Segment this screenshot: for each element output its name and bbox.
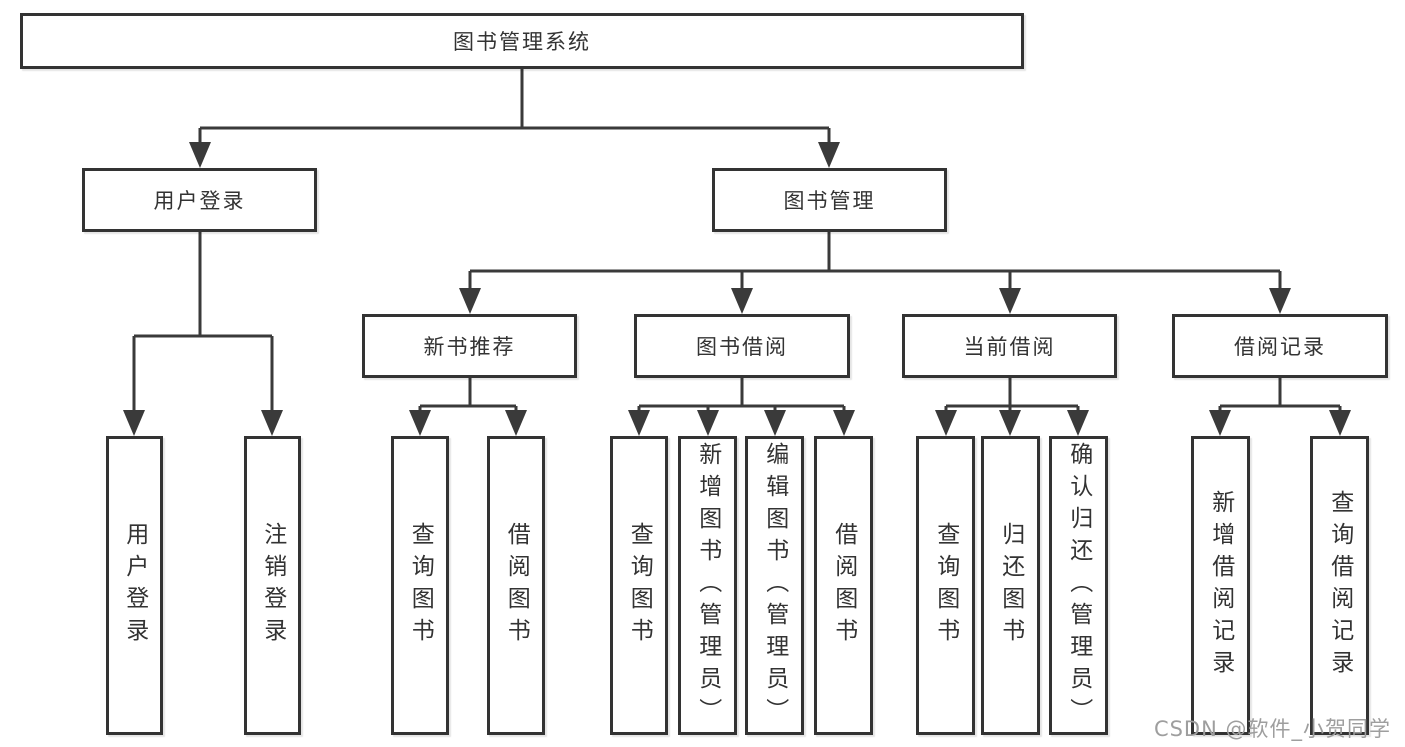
node-borrowing-records: 借阅记录 bbox=[1172, 314, 1388, 378]
node-label: 图书借阅 bbox=[696, 335, 788, 359]
node-label: 当前借阅 bbox=[963, 335, 1056, 359]
node-user-login: 用户登录 bbox=[82, 168, 317, 232]
leaf-label: 查询图书 bbox=[626, 521, 653, 650]
leaf-add-borrow-record: 新增借阅记录 bbox=[1191, 436, 1250, 735]
node-label: 用户登录 bbox=[153, 189, 246, 213]
arrowhead bbox=[818, 142, 840, 168]
node-label: 借阅记录 bbox=[1234, 335, 1326, 359]
connector-new-book bbox=[418, 376, 518, 414]
node-label: 图书管理系统 bbox=[453, 30, 591, 54]
leaf-query-books-1: 查询图书 bbox=[391, 436, 449, 735]
leaf-label: 借阅图书 bbox=[503, 521, 530, 650]
leaf-borrow-books-2: 借阅图书 bbox=[814, 436, 873, 735]
leaf-query-books-2: 查询图书 bbox=[610, 436, 668, 735]
arrowhead bbox=[697, 410, 719, 436]
connector-book-borrowing bbox=[637, 376, 846, 414]
arrowhead bbox=[1329, 410, 1351, 436]
node-book-management-system: 图书管理系统 bbox=[20, 13, 1024, 69]
leaf-label: 归还图书 bbox=[997, 521, 1024, 650]
leaf-label: 注销登录 bbox=[259, 521, 286, 650]
leaf-label: 查询图书 bbox=[932, 521, 959, 650]
arrowhead bbox=[505, 410, 527, 436]
leaf-add-books-admin: 新增图书（管理员） bbox=[678, 436, 737, 735]
leaf-user-login: 用户登录 bbox=[106, 436, 163, 735]
leaf-confirm-return-admin: 确认归还（管理员） bbox=[1049, 436, 1108, 735]
leaf-label: 编辑图书（管理员） bbox=[761, 441, 788, 730]
node-current-borrowing: 当前借阅 bbox=[902, 314, 1117, 378]
leaf-query-borrow-record: 查询借阅记录 bbox=[1310, 436, 1369, 735]
leaf-return-books: 归还图书 bbox=[981, 436, 1040, 735]
arrowhead bbox=[1209, 410, 1231, 436]
leaf-label: 新增图书（管理员） bbox=[694, 441, 721, 730]
arrowheads bbox=[123, 142, 1351, 436]
connector-path-group bbox=[132, 67, 1342, 414]
arrowhead bbox=[999, 288, 1021, 314]
arrowhead bbox=[189, 142, 211, 168]
node-book-borrowing: 图书借阅 bbox=[634, 314, 850, 378]
connector-book-management bbox=[468, 230, 1282, 292]
node-label: 新书推荐 bbox=[423, 335, 516, 359]
connector-borrowing-records bbox=[1218, 376, 1342, 414]
arrowhead bbox=[261, 410, 283, 436]
node-label: 图书管理 bbox=[783, 189, 876, 213]
leaf-label: 借阅图书 bbox=[830, 521, 857, 650]
arrowhead bbox=[935, 410, 957, 436]
connector-current-borrowing bbox=[944, 376, 1080, 414]
node-new-book-recommend: 新书推荐 bbox=[362, 314, 577, 378]
leaf-label: 查询图书 bbox=[407, 521, 434, 650]
arrowhead bbox=[1067, 410, 1089, 436]
leaf-borrow-books-1: 借阅图书 bbox=[487, 436, 545, 735]
connector-root bbox=[198, 67, 831, 146]
csdn-watermark: CSDN @软件_小贺同学 bbox=[1153, 717, 1391, 741]
arrowhead bbox=[1269, 288, 1291, 314]
node-book-management: 图书管理 bbox=[712, 168, 947, 232]
arrowhead bbox=[999, 410, 1021, 436]
arrowhead bbox=[459, 288, 481, 314]
arrowhead bbox=[123, 410, 145, 436]
leaf-label: 查询借阅记录 bbox=[1326, 489, 1353, 682]
arrowhead bbox=[731, 288, 753, 314]
connector-user-login bbox=[132, 230, 274, 414]
leaf-label: 用户登录 bbox=[121, 521, 148, 650]
arrowhead bbox=[628, 410, 650, 436]
arrowhead bbox=[409, 410, 431, 436]
leaf-label: 确认归还（管理员） bbox=[1065, 441, 1092, 730]
leaf-edit-books-admin: 编辑图书（管理员） bbox=[745, 436, 804, 735]
arrowhead bbox=[833, 410, 855, 436]
leaf-label: 新增借阅记录 bbox=[1207, 489, 1234, 682]
arrowhead bbox=[764, 410, 786, 436]
leaf-logout: 注销登录 bbox=[244, 436, 301, 735]
leaf-query-books-3: 查询图书 bbox=[916, 436, 975, 735]
